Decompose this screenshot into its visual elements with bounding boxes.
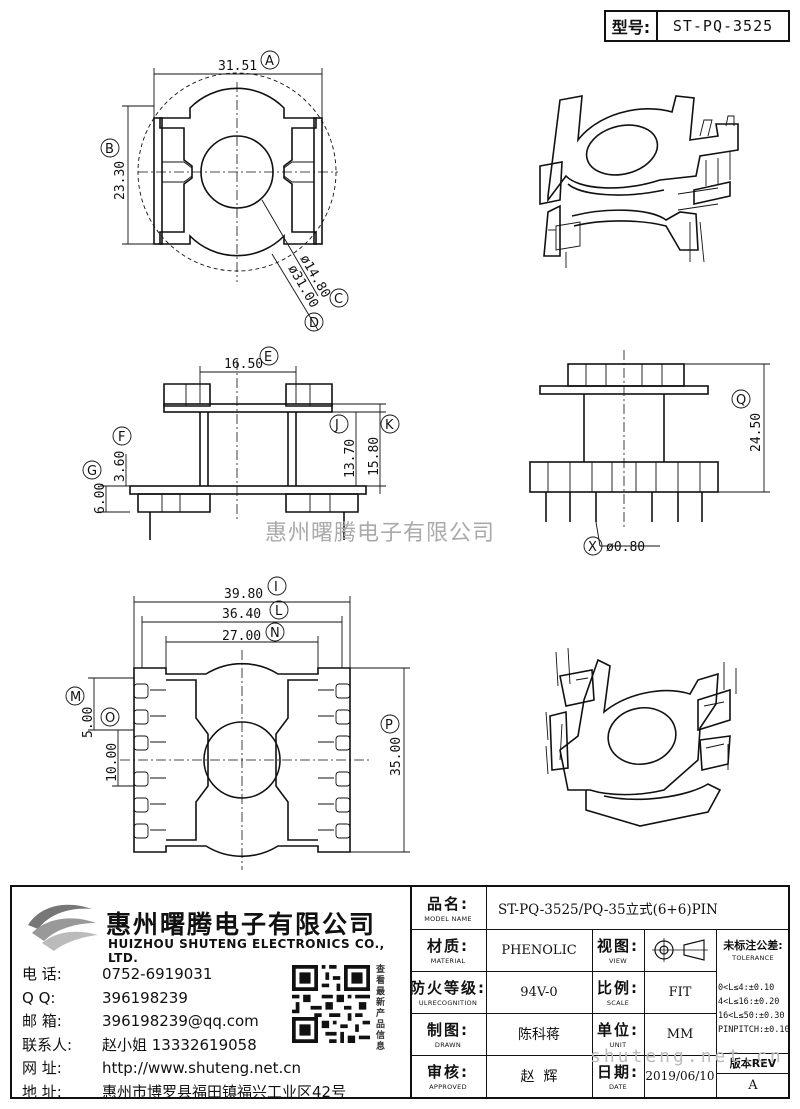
- tolerance-row: 4<L≤16:±0.20: [718, 997, 780, 1007]
- date-header: 日期:DATE: [597, 1063, 639, 1091]
- model-label: 型号:: [606, 12, 658, 40]
- svg-text:E: E: [264, 350, 272, 365]
- qq-label: Q Q:: [22, 988, 56, 1007]
- svg-text:O: O: [105, 711, 115, 726]
- dim-A-value: 31.51: [218, 59, 257, 74]
- phone-label: 电 话:: [22, 965, 62, 983]
- technical-drawing: 31.51 A 23.30 B ø14.80 ø31.00 C D: [65, 50, 770, 870]
- material-header: 材质:MATERIAL: [427, 937, 469, 965]
- phone-value: 0752-6919031: [102, 965, 213, 983]
- dim-F-value: 3.60: [113, 451, 128, 482]
- revision-value: A: [748, 1077, 758, 1093]
- tolerance-row: 0<L≤4:±0.10: [718, 983, 775, 993]
- drawn-header: 制图:DRAWN: [427, 1021, 469, 1049]
- contact-label: 联系人:: [22, 1035, 73, 1054]
- dim-P-value: 35.00: [389, 737, 404, 776]
- top-view: 31.51 A 23.30 B ø14.80 ø31.00 C D: [100, 50, 349, 332]
- dim-J-value: 13.70: [343, 439, 358, 478]
- material-value: PHENOLIC: [501, 942, 577, 958]
- flame-rating-value: 94V-0: [520, 984, 558, 1000]
- dim-Q-value: 24.50: [749, 413, 764, 452]
- scale-header: 比例:SCALE: [597, 979, 639, 1007]
- address-label: 地 址:: [22, 1082, 62, 1101]
- dim-B-value: 23.30: [113, 161, 128, 200]
- dim-L-value: 36.40: [222, 607, 261, 622]
- date-value: 2019/06/10: [645, 1069, 715, 1083]
- unit-value: MM: [666, 1026, 694, 1042]
- isometric-view-top: [539, 95, 739, 268]
- svg-text:D: D: [309, 316, 319, 331]
- isometric-view-bottom: [545, 647, 737, 827]
- drawn-value: 陈科蒋: [518, 1027, 560, 1043]
- contact-info: 电 话: 0752-6919031 Q Q: 396198239 邮 箱: 39619…: [22, 963, 346, 1104]
- bottom-view: 39.80 I 36.40 L 27.00 N 5.00 10.00 M O 3…: [65, 576, 410, 870]
- scale-value: FIT: [668, 984, 692, 1000]
- company-name-cn: 惠州曙腾电子有限公司: [106, 910, 377, 939]
- tolerance-header: 未标注公差:TOLERANCE: [723, 938, 783, 962]
- dim-K-value: 15.80: [367, 437, 382, 476]
- tolerance-row: PINPITCH:±0.10: [718, 1025, 790, 1035]
- dim-N-value: 27.00: [222, 629, 261, 644]
- title-block: 惠州曙腾电子有限公司 HUIZHOU SHUTENG ELECTRONICS C…: [10, 885, 792, 1101]
- watermark-text: 惠州曙腾电子有限公司: [265, 521, 496, 546]
- revision-header: 版本REV: [729, 1057, 777, 1070]
- dim-I-value: 39.80: [224, 587, 263, 602]
- model-name-value: ST-PQ-3525/PQ-35立式(6+6)PIN: [498, 902, 718, 918]
- svg-text:C: C: [334, 292, 343, 307]
- svg-text:Q: Q: [736, 393, 746, 408]
- svg-text:N: N: [270, 626, 280, 641]
- svg-text:M: M: [70, 690, 81, 705]
- email-label: 邮 箱:: [22, 1012, 62, 1030]
- address-value: 惠州市博罗县福田镇福兴工业区42号: [102, 1082, 347, 1101]
- dim-E-value: 16.50: [224, 357, 263, 372]
- company-logo-icon: [28, 904, 98, 951]
- svg-text:J: J: [334, 418, 339, 433]
- dim-X-value: ø0.80: [606, 540, 645, 555]
- dim-O-value: 10.00: [105, 743, 120, 782]
- svg-text:I: I: [274, 580, 278, 595]
- watermark-url: shuteng.net.cn: [590, 1046, 784, 1067]
- model-name-header: 品名:MODEL NAME: [424, 895, 472, 923]
- contact-value: 赵小姐 13332619058: [102, 1035, 257, 1054]
- projection-symbol-icon: [644, 929, 716, 971]
- flame-rating-header: 防火等级:ULRECOGNITION: [410, 979, 486, 1007]
- email-value[interactable]: 396198239@qq.com: [102, 1012, 259, 1030]
- svg-text:F: F: [118, 430, 125, 445]
- tolerance-row: 16<L≤50:±0.30: [718, 1011, 785, 1021]
- tolerance-list: 0<L≤4:±0.10 4<L≤16:±0.20 16<L≤50:±0.30 P…: [718, 981, 792, 1037]
- svg-text:P: P: [385, 718, 393, 733]
- model-box: 型号: ST-PQ-3525: [604, 10, 790, 42]
- company-panel: 惠州曙腾电子有限公司 HUIZHOU SHUTENG ELECTRONICS C…: [12, 887, 412, 1101]
- svg-text:G: G: [87, 464, 97, 479]
- svg-text:A: A: [265, 54, 274, 69]
- svg-text:L: L: [275, 604, 283, 619]
- front-view: 24.50 Q ø0.80 X: [529, 350, 770, 556]
- qq-value: 396198239: [102, 988, 188, 1007]
- svg-text:B: B: [105, 142, 114, 157]
- side-view: 16.50 E 13.70 15.80 J K 3.60 6.00 F G: [82, 346, 400, 540]
- approved-value: 赵 辉: [520, 1069, 558, 1085]
- view-header: 视图:VIEW: [597, 937, 639, 965]
- svg-text:K: K: [385, 418, 394, 433]
- unit-header: 单位:UNIT: [597, 1021, 639, 1049]
- dim-M-value: 5.00: [81, 707, 96, 738]
- qr-code-icon[interactable]: [292, 965, 370, 1043]
- web-label: 网 址:: [22, 1059, 62, 1077]
- dim-G-value: 6.00: [93, 483, 108, 514]
- approved-header: 审核:APPROVED: [427, 1063, 469, 1091]
- model-value: ST-PQ-3525: [672, 17, 774, 35]
- svg-text:X: X: [588, 540, 597, 555]
- qr-caption: 查看最新产品信息: [376, 965, 386, 1052]
- company-name-en: HUIZHOU SHUTENG ELECTRONICS CO., LTD.: [108, 937, 385, 965]
- web-value[interactable]: http://www.shuteng.net.cn: [102, 1059, 302, 1077]
